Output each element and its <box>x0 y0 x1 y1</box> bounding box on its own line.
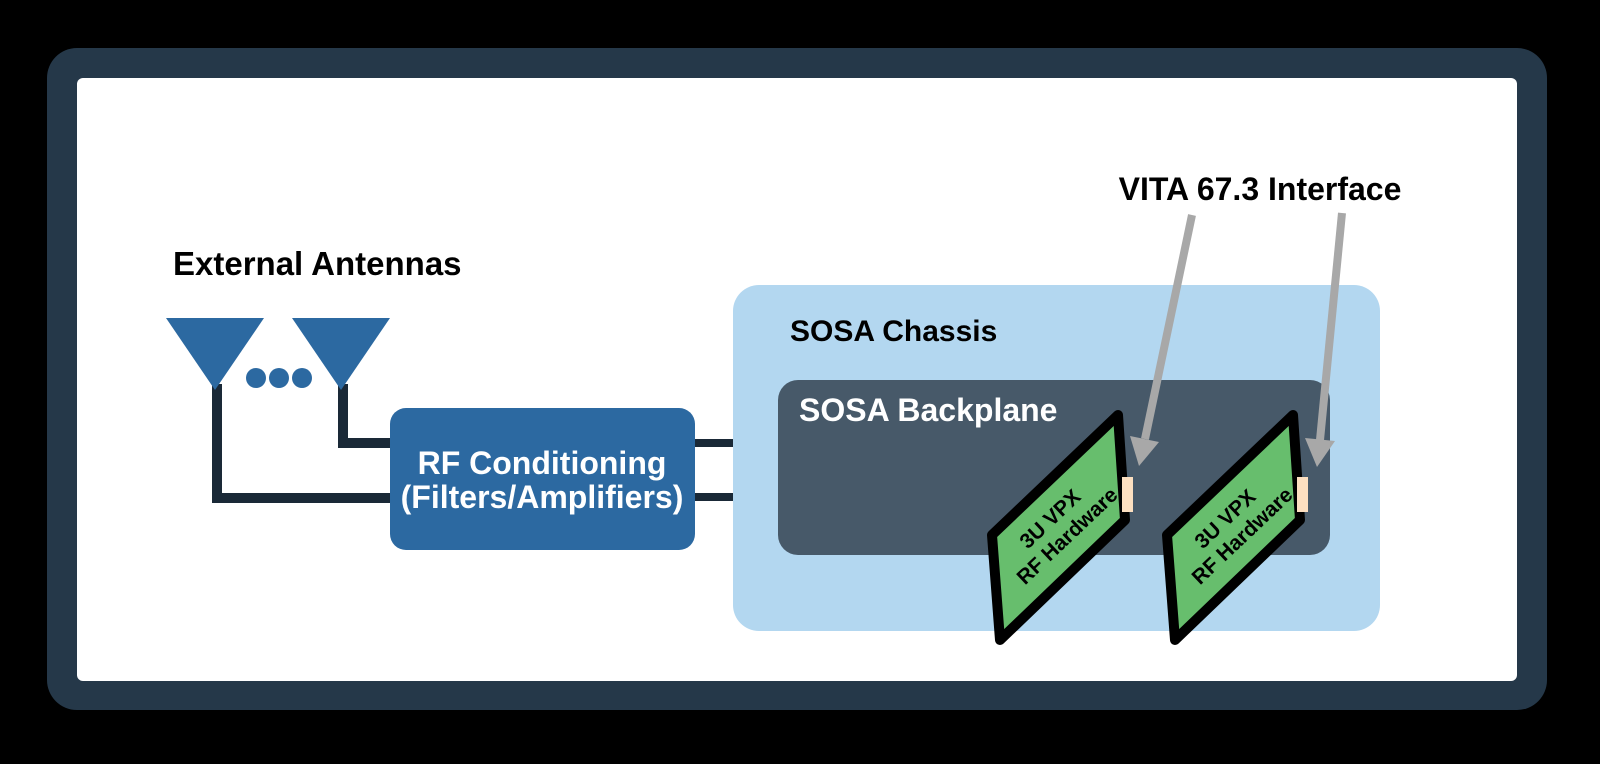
vita-arrow-left-shaft <box>1141 214 1196 440</box>
vita-callout-arrows <box>1130 212 1346 467</box>
sosa-backplane-label: SOSA Backplane <box>799 392 1057 428</box>
rf-to-chassis-wires <box>695 439 733 501</box>
rf-conditioning-label-line1: RF Conditioning <box>418 445 667 481</box>
ellipsis-dot <box>292 368 312 388</box>
vita-arrow-right-shaft <box>1316 212 1346 441</box>
vpx-card-2: 3U VPX RF Hardware <box>1162 410 1308 645</box>
rf-conditioning-node: RF Conditioning (Filters/Amplifiers) <box>390 408 695 550</box>
ellipsis-dot <box>269 368 289 388</box>
vita-connector-2 <box>1297 477 1308 512</box>
antenna-right-wire <box>338 384 390 448</box>
antenna-left-icon <box>166 318 264 390</box>
ellipsis-dot <box>246 368 266 388</box>
vita-arrow-left-head-icon <box>1130 436 1159 466</box>
antenna-right-icon <box>292 318 390 390</box>
antenna-left-wire <box>212 384 390 503</box>
ellipsis-dots-icon <box>246 368 312 388</box>
sosa-chassis-label: SOSA Chassis <box>790 315 997 348</box>
vita-connector-1 <box>1122 477 1133 512</box>
rf-conditioning-box <box>390 408 695 550</box>
rf-conditioning-label-line2: (Filters/Amplifiers) <box>401 479 684 515</box>
external-antennas-label: External Antennas <box>173 245 462 282</box>
antenna-wires <box>212 384 390 503</box>
vita-interface-label: VITA 67.3 Interface <box>1119 171 1402 207</box>
vita-arrow-right-head-icon <box>1305 438 1335 467</box>
external-antennas <box>166 318 390 390</box>
